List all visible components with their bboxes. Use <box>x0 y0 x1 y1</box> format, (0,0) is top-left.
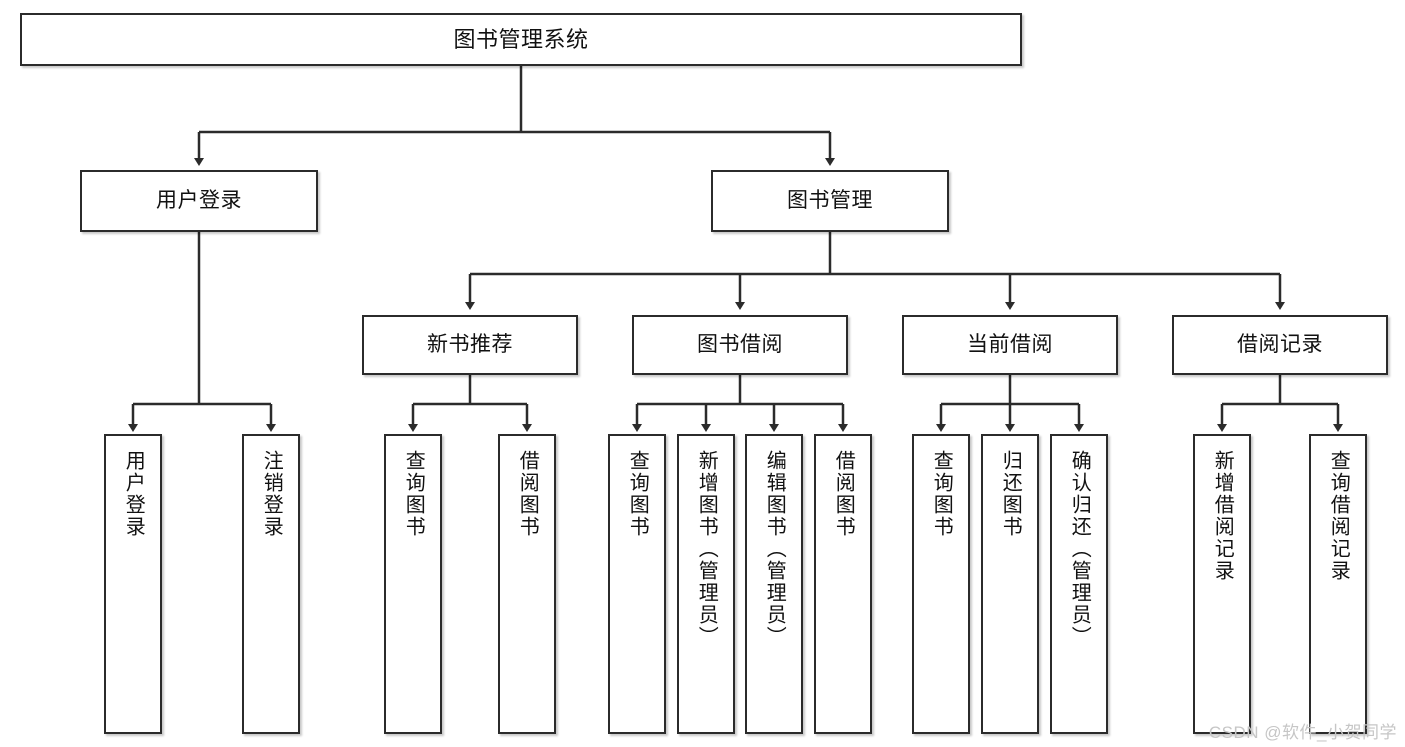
leaf-query-book-new[interactable]: 查询图书 <box>384 434 442 734</box>
node-label: 查询图书 <box>626 450 649 538</box>
leaf-edit-book-admin[interactable]: 编辑图书（管理员） <box>745 434 803 734</box>
node-label: 新增借阅记录 <box>1211 450 1234 582</box>
node-book-management[interactable]: 图书管理 <box>711 170 949 232</box>
node-label: 当前借阅 <box>967 332 1053 356</box>
node-label: 借阅记录 <box>1237 332 1323 356</box>
node-label: 图书管理系统 <box>453 26 589 52</box>
watermark: CSDN @软件_小贺同学 <box>1208 723 1397 742</box>
leaf-query-borrow-record[interactable]: 查询借阅记录 <box>1309 434 1367 734</box>
node-label: 新书推荐 <box>427 332 513 356</box>
node-borrow-records[interactable]: 借阅记录 <box>1172 315 1388 375</box>
leaf-borrow-book-new[interactable]: 借阅图书 <box>498 434 556 734</box>
node-label: 归还图书 <box>999 450 1022 538</box>
node-label: 借阅图书 <box>516 450 539 538</box>
leaf-add-borrow-record[interactable]: 新增借阅记录 <box>1193 434 1251 734</box>
node-label: 新增图书（管理员） <box>695 450 718 648</box>
node-book-management-system[interactable]: 图书管理系统 <box>20 13 1022 66</box>
node-label: 查询图书 <box>402 450 425 538</box>
node-label: 用户登录 <box>156 188 242 212</box>
node-user-login[interactable]: 用户登录 <box>80 170 318 232</box>
node-current-borrow[interactable]: 当前借阅 <box>902 315 1118 375</box>
leaf-return-book[interactable]: 归还图书 <box>981 434 1039 734</box>
leaf-logout[interactable]: 注销登录 <box>242 434 300 734</box>
node-label: 图书借阅 <box>697 332 783 356</box>
node-label: 编辑图书（管理员） <box>763 450 786 648</box>
node-label: 注销登录 <box>260 450 283 538</box>
leaf-borrow-book[interactable]: 借阅图书 <box>814 434 872 734</box>
node-new-book-recommend[interactable]: 新书推荐 <box>362 315 578 375</box>
leaf-confirm-return-admin[interactable]: 确认归还（管理员） <box>1050 434 1108 734</box>
leaf-add-book-admin[interactable]: 新增图书（管理员） <box>677 434 735 734</box>
node-label: 图书管理 <box>787 188 873 212</box>
node-book-borrow[interactable]: 图书借阅 <box>632 315 848 375</box>
node-label: 借阅图书 <box>832 450 855 538</box>
node-label: 用户登录 <box>122 450 145 538</box>
leaf-query-book-current[interactable]: 查询图书 <box>912 434 970 734</box>
node-label: 查询图书 <box>930 450 953 538</box>
leaf-query-book-borrow[interactable]: 查询图书 <box>608 434 666 734</box>
leaf-user-login[interactable]: 用户登录 <box>104 434 162 734</box>
node-label: 确认归还（管理员） <box>1068 450 1091 648</box>
node-label: 查询借阅记录 <box>1327 450 1350 582</box>
